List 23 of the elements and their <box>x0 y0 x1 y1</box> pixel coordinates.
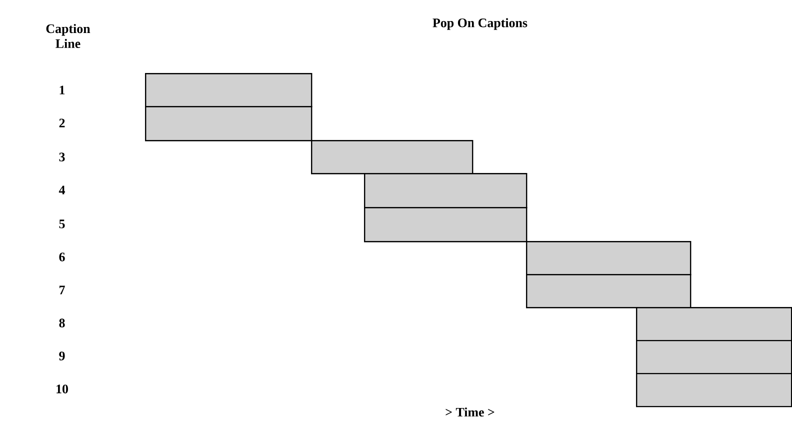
caption-bar <box>636 340 792 374</box>
row-number: 1 <box>60 86 65 94</box>
axis-title: Caption Line <box>46 24 90 48</box>
caption-bar <box>145 106 312 142</box>
row-number: 7 <box>60 286 65 294</box>
row-number: 9 <box>59 352 65 360</box>
row-number: 4 <box>58 186 65 194</box>
caption-bar <box>636 307 792 342</box>
row-number: 8 <box>59 318 65 328</box>
row-number: 2 <box>59 118 65 128</box>
row-number: 3 <box>59 152 65 162</box>
chart-title: Pop On Captions <box>432 18 528 30</box>
caption-bar <box>526 274 692 308</box>
row-number: 5 <box>59 220 65 228</box>
caption-bar <box>526 241 692 276</box>
row-number: 10 <box>56 384 68 394</box>
caption-bar <box>311 140 474 174</box>
caption-bar <box>145 73 312 108</box>
caption-bar <box>364 173 528 208</box>
row-number: 6 <box>59 252 65 262</box>
caption-bar <box>636 373 792 408</box>
caption-bar <box>364 207 528 242</box>
axis-title: > Time > <box>446 407 494 417</box>
